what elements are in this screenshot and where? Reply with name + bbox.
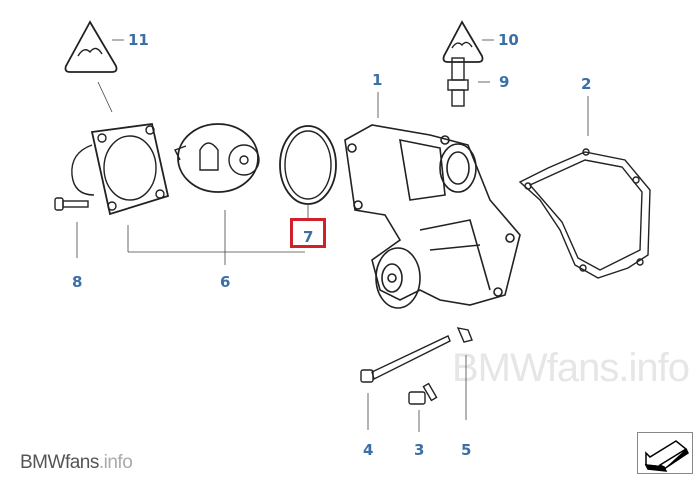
arrow-back-icon <box>644 440 689 472</box>
gasket-2 <box>518 148 651 279</box>
callout-10[interactable]: 10 <box>498 31 519 49</box>
temperature-sensor <box>447 57 469 107</box>
logo-brand: BMW <box>20 452 65 473</box>
callout-3[interactable]: 3 <box>414 441 425 459</box>
warning-triangle-11 <box>64 20 118 73</box>
back-button[interactable] <box>637 432 693 474</box>
callout-6[interactable]: 6 <box>220 273 231 291</box>
logo-tld: .info <box>98 452 133 473</box>
thermostat-cover <box>71 122 170 216</box>
callout-11[interactable]: 11 <box>128 31 149 49</box>
bolt-3 <box>408 382 438 405</box>
o-ring-7 <box>279 125 337 205</box>
bmwfans-logo: BMWfans.info <box>20 452 133 474</box>
dowel-5 <box>456 327 473 343</box>
callout-2[interactable]: 2 <box>581 75 592 93</box>
callout-1[interactable]: 1 <box>372 71 383 89</box>
water-pump <box>344 124 521 309</box>
warning-triangle-10 <box>442 20 484 63</box>
callout-7[interactable]: 7 <box>303 228 314 246</box>
leader-lines <box>76 39 589 432</box>
logo-mid: fans <box>64 452 99 473</box>
callout-4[interactable]: 4 <box>363 441 374 459</box>
long-bolt-4 <box>360 335 451 383</box>
thermostat <box>174 123 260 193</box>
callout-8[interactable]: 8 <box>72 273 83 291</box>
bolt-8 <box>54 197 89 211</box>
callout-9[interactable]: 9 <box>499 73 510 91</box>
highlight-box-7 <box>290 218 326 248</box>
watermark: BMWfans.info <box>452 346 690 390</box>
callout-5[interactable]: 5 <box>461 441 472 459</box>
